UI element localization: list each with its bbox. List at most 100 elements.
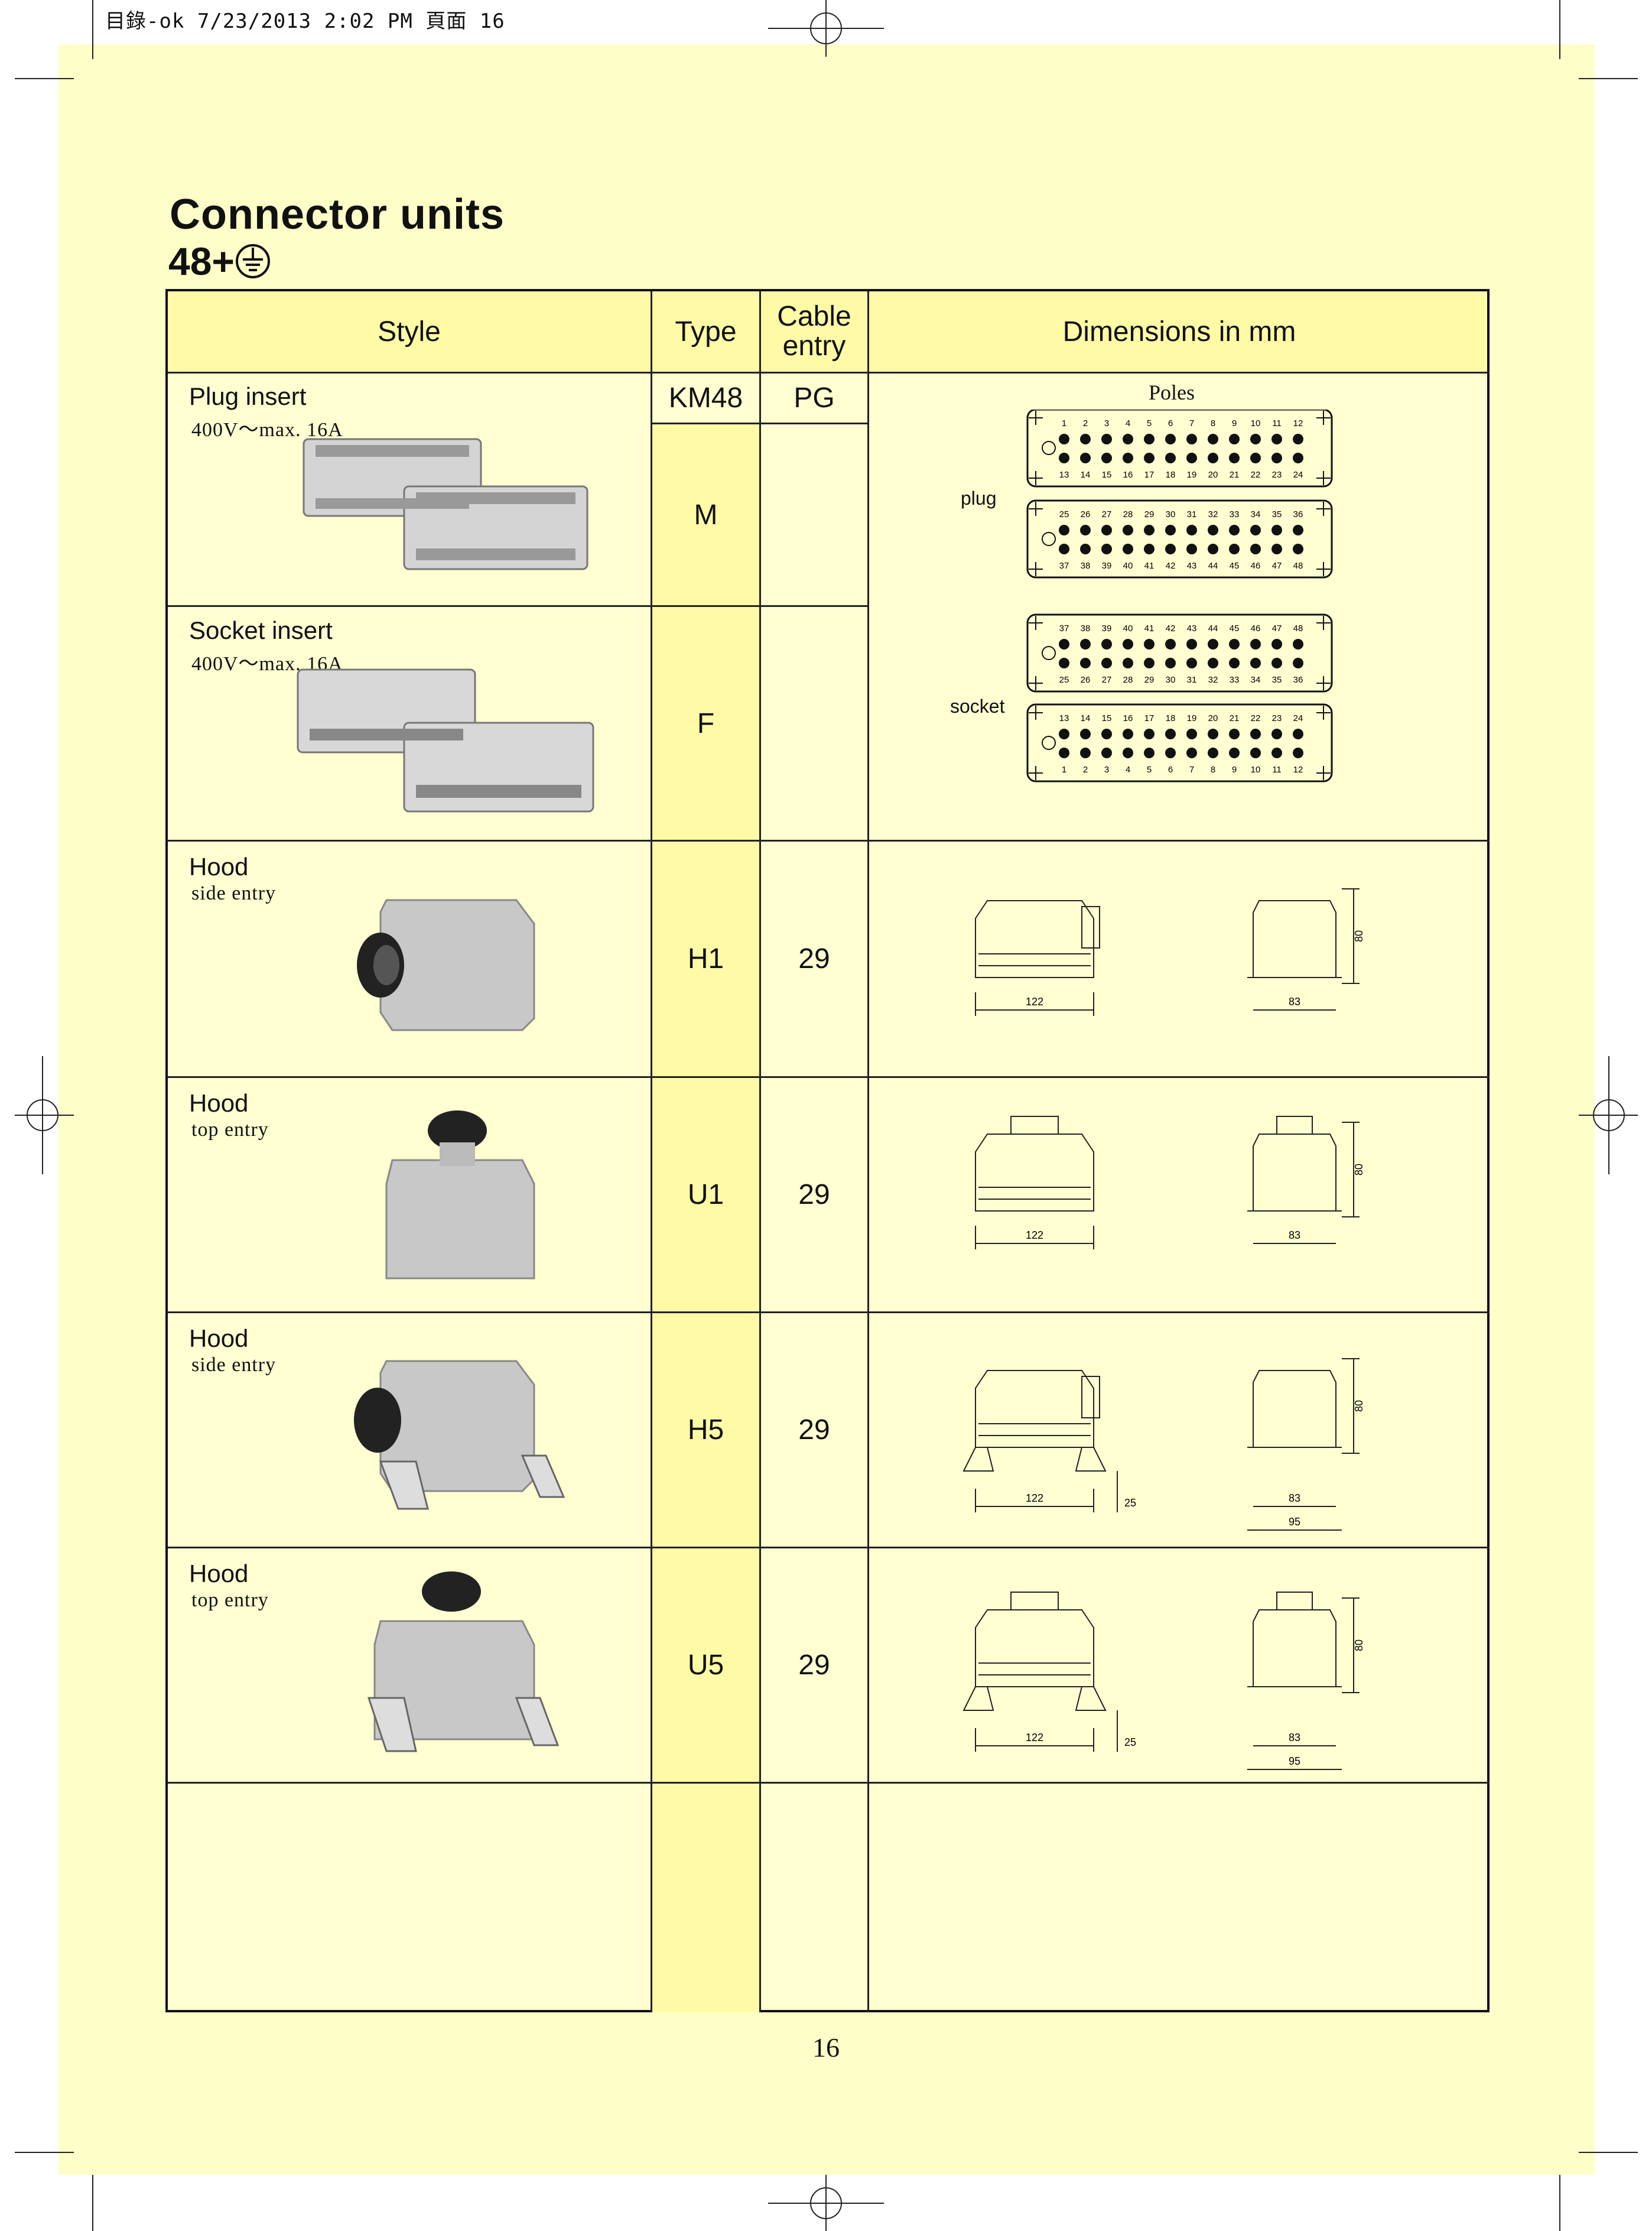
hood-side-outline [1253,1609,1336,1687]
hood-side-outline [1253,900,1336,978]
pole-pin [1101,639,1112,650]
pole-pin [1101,729,1112,739]
mount-cross-icon [1029,562,1043,576]
mount-cross-icon [1316,706,1331,720]
pole-block-outline [1026,499,1333,579]
pole-number: 34 [1251,509,1261,519]
pole-pin [1123,544,1133,554]
dimension-line [1342,1122,1360,1217]
cable-entry-value: 29 [798,1649,830,1681]
pole-block-outline [1026,703,1333,782]
pole-number: 46 [1251,623,1261,634]
row-style: Socket insert [189,616,333,644]
pole-pin [1186,748,1197,758]
pole-pin [1144,434,1155,444]
type-h1: H1 [687,943,724,975]
pole-pin [1229,729,1240,739]
pole-pin [1250,639,1261,650]
mount-cross-icon [1316,616,1331,630]
header-row-bg [168,291,1487,372]
page-number: 16 [812,2032,840,2063]
pole-number: 9 [1232,765,1237,775]
pole-number: 40 [1123,561,1133,571]
row-spec: top entry [191,1119,269,1141]
pole-pin [1165,729,1176,739]
pole-number: 14 [1081,713,1091,723]
pole-pin [1229,658,1240,668]
dim-depth: 83 [1289,996,1300,1008]
pole-number: 8 [1211,418,1215,428]
row-style: Hood [189,1324,249,1352]
pole-pin [1059,544,1069,554]
ground-symbol-icon [1042,736,1056,750]
dim-width: 122 [1026,1229,1043,1241]
pole-number: 4 [1126,418,1130,428]
mount-cross-icon [1029,676,1043,690]
pole-pin [1271,544,1282,554]
pole-pin [1080,639,1091,650]
pole-pin [1059,434,1069,444]
pole-pin [1101,748,1112,758]
pole-number: 44 [1208,561,1218,571]
pole-number: 27 [1102,509,1112,519]
pole-pin [1293,434,1303,444]
mount-cross-icon [1316,676,1331,690]
pole-number: 17 [1144,713,1155,723]
pole-number: 1 [1062,765,1066,775]
earth-ground-icon [235,244,270,278]
dim-height: 80 [1353,1400,1365,1412]
mount-cross-icon [1029,502,1043,516]
pole-pin [1101,525,1112,535]
dimension-line [1342,888,1360,984]
pole-pin [1208,658,1218,668]
locking-lever [962,1686,1107,1711]
dimension-line [975,1728,1094,1752]
pole-number: 6 [1168,765,1173,775]
pole-number: 15 [1102,470,1112,480]
pole-number: 45 [1230,623,1240,634]
pole-pin [1208,544,1218,554]
pole-pin [1080,658,1091,668]
pole-number: 10 [1251,765,1261,775]
pole-pin [1271,434,1282,444]
pole-pin [1123,434,1133,444]
mount-cross-icon [1316,502,1331,516]
pole-number: 7 [1189,418,1194,428]
hood-detail [978,1423,1091,1436]
pole-pin [1080,453,1091,463]
pole-pin [1165,453,1176,463]
pole-number: 25 [1059,509,1069,519]
pole-pin [1186,729,1197,739]
dim-lever: 25 [1124,1736,1136,1748]
pole-pin [1186,544,1197,554]
pole-pin [1250,525,1261,535]
pole-pin [1080,748,1091,758]
pole-number: 39 [1102,561,1112,571]
pole-pin [1080,434,1091,444]
pole-pin [1229,639,1240,650]
hood-detail [978,1187,1091,1200]
pole-number: 2 [1083,418,1088,428]
cable-entry-value: 29 [798,1414,830,1446]
pole-number: 2 [1083,765,1088,775]
pole-pin [1293,639,1303,650]
pole-number: 31 [1187,509,1197,519]
pole-number: 16 [1123,470,1133,480]
pole-pin [1271,658,1282,668]
pole-number: 5 [1147,418,1152,428]
mount-cross-icon [1316,471,1331,485]
pole-number: 45 [1230,561,1240,571]
pole-number: 33 [1230,509,1240,519]
pole-number: 12 [1293,765,1303,775]
mount-cross-icon [1316,766,1331,780]
pole-number: 47 [1272,623,1282,634]
pole-number: 35 [1272,509,1282,519]
pole-number: 8 [1211,765,1215,775]
pole-number: 29 [1144,509,1155,519]
pole-pin [1208,748,1218,758]
pole-pin [1165,658,1176,668]
